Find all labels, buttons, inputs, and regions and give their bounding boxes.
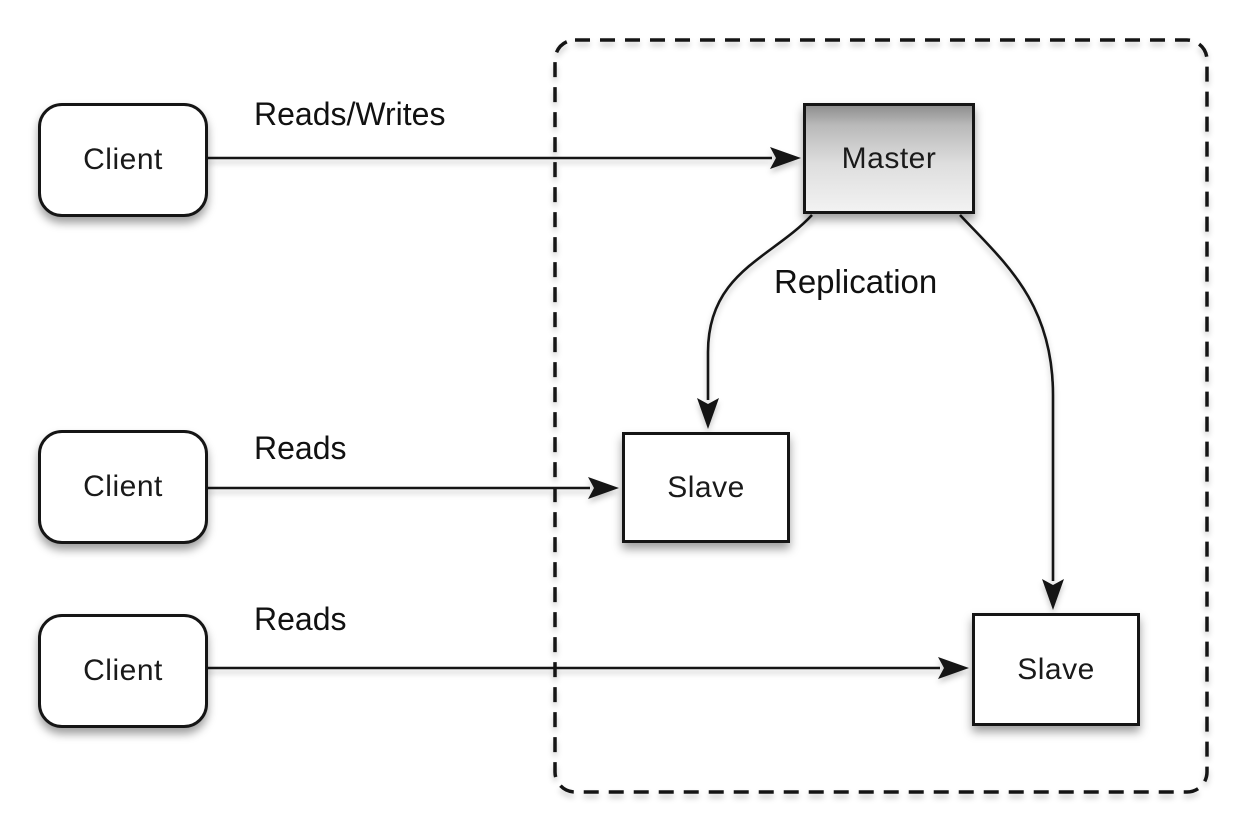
slave-node-1-label: Slave <box>667 470 745 504</box>
edge-label-reads-top: Reads <box>254 430 347 466</box>
edge-reads-writes <box>208 147 801 169</box>
edge-reads-bottom <box>207 657 969 679</box>
edge-label-reads-writes: Reads/Writes <box>254 96 446 132</box>
client-node-2: Client <box>38 430 208 544</box>
edge-label-reads-bottom: Reads <box>254 601 347 637</box>
slave-node-2-label: Slave <box>1017 652 1095 686</box>
master-node: Master <box>803 103 975 214</box>
arrowhead-master <box>770 147 801 169</box>
client-node-2-label: Client <box>83 470 163 503</box>
slave-node-1: Slave <box>622 432 790 543</box>
edge-replication-right <box>959 214 1064 610</box>
edge-reads-top <box>208 477 619 499</box>
arrowhead-slave2-left <box>938 657 969 679</box>
arrowhead-slave2-top <box>1042 579 1064 610</box>
arrowhead-slave1-top <box>697 398 719 429</box>
client-node-3: Client <box>38 614 208 728</box>
master-node-label: Master <box>841 141 937 175</box>
client-node-3-label: Client <box>83 654 163 687</box>
edge-label-replication: Replication <box>774 263 938 300</box>
slave-node-2: Slave <box>972 613 1140 726</box>
client-node-1-label: Client <box>83 143 163 176</box>
client-node-1: Client <box>38 103 208 217</box>
arrowhead-slave1-left <box>588 477 619 499</box>
edge-replication-left <box>697 214 813 429</box>
